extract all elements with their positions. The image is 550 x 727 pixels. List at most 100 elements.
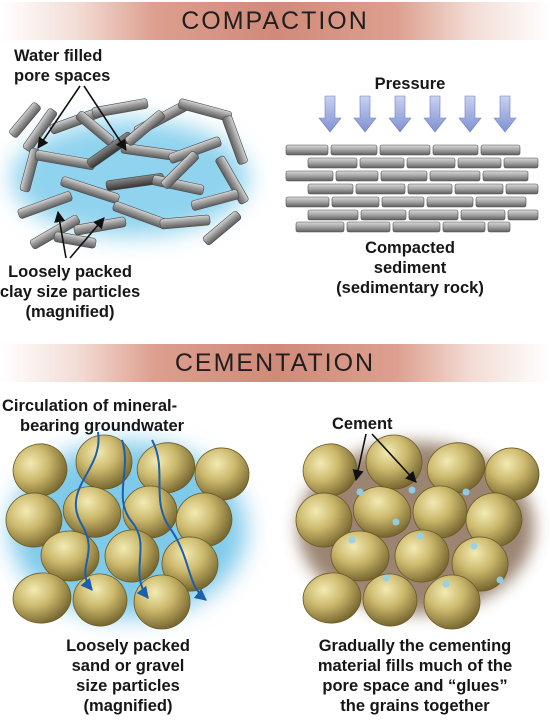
clay-particle — [215, 155, 249, 205]
sand-grain — [423, 574, 481, 630]
compacted-label: Compacted sediment (sedimentary rock) — [336, 239, 484, 297]
clay-particle — [17, 191, 73, 219]
pressure-arrow — [458, 95, 482, 133]
sand-grain — [295, 492, 353, 548]
pore-spot — [382, 574, 390, 582]
compacted-particle — [379, 144, 431, 156]
pressure-arrow — [423, 95, 447, 133]
pointer-lines-cement — [352, 433, 417, 483]
sand-grain — [330, 530, 390, 582]
pore-spot — [356, 488, 364, 496]
sand-grain — [302, 443, 358, 497]
sand-grain — [5, 492, 63, 548]
cementation-title: CEMENTATION — [174, 348, 376, 377]
sand-grain — [465, 492, 523, 548]
sand-grain — [133, 574, 191, 630]
sand-grain — [104, 529, 160, 583]
compacted-particle — [432, 144, 479, 156]
pore-spot — [470, 542, 478, 550]
clay-particle — [75, 110, 115, 146]
pressure-arrow — [353, 95, 377, 133]
cementing-label: Gradually the cementing material fills m… — [317, 637, 513, 715]
sand-grain — [362, 573, 418, 627]
clay-particle — [9, 102, 41, 138]
compacted-particle — [442, 221, 486, 233]
compacted-particle — [307, 157, 358, 169]
sand-grain — [40, 530, 100, 582]
clay-particle — [91, 98, 149, 118]
pore-spot — [416, 532, 424, 540]
compacted-particle — [482, 170, 529, 182]
clay-particle — [159, 214, 211, 230]
compacted-particle — [381, 196, 425, 208]
compacted-particle — [335, 170, 379, 182]
water-label: Water filled pore spaces — [14, 47, 111, 85]
sand-grain — [12, 443, 68, 497]
compacted-particle — [457, 157, 502, 169]
compacted-particle — [330, 144, 378, 156]
compacted-particle — [360, 209, 407, 221]
compacted-particle — [359, 157, 405, 169]
pressure-arrows — [318, 95, 517, 133]
pore-spot — [392, 518, 400, 526]
pore-spot — [408, 486, 416, 494]
sand-grain — [302, 572, 362, 624]
sand-grain — [12, 572, 72, 624]
loose-clay-label: Loosely packed clay size particles (magn… — [0, 263, 141, 321]
compacted-particle — [285, 144, 329, 156]
pressure-arrow — [493, 95, 517, 133]
clay-particle — [125, 110, 165, 146]
pore-spot — [496, 576, 504, 584]
compacted-particle — [454, 183, 504, 195]
sand-grain — [136, 442, 196, 494]
compacted-particle — [355, 183, 406, 195]
clay-particle — [19, 147, 41, 193]
compacted-particle — [408, 209, 459, 221]
pore-spot — [462, 488, 470, 496]
pore-spot — [348, 536, 356, 544]
loose-sand-label: Loosely packed sand or gravel size parti… — [66, 637, 190, 715]
compacted-particle — [392, 221, 441, 233]
compacted-particle — [406, 157, 456, 169]
compacted-layers — [285, 144, 539, 233]
clay-particle — [222, 115, 248, 165]
compaction-banner: COMPACTION — [0, 2, 550, 40]
pore-spot — [442, 580, 450, 588]
cement-label: Cement — [332, 415, 393, 433]
groundwater-label: Circulation of mineral- bearing groundwa… — [2, 397, 185, 435]
compacted-particle — [380, 170, 428, 182]
compaction-title: COMPACTION — [181, 6, 369, 35]
pressure-label: Pressure — [374, 75, 446, 93]
groundwater-flow-lines — [74, 431, 207, 601]
cemented-grains — [295, 434, 540, 630]
sand-grain — [175, 492, 233, 548]
pointer-lines-water — [37, 85, 127, 151]
compacted-particle — [295, 221, 345, 233]
compacted-particle — [307, 183, 354, 195]
compacted-particle — [285, 170, 334, 182]
clay-particle — [53, 231, 97, 249]
clay-particles — [9, 98, 249, 250]
sand-grain — [394, 529, 450, 583]
compacted-particle — [407, 183, 453, 195]
compacted-particle — [505, 183, 539, 195]
cementation-banner: CEMENTATION — [0, 344, 550, 382]
pressure-arrow — [318, 95, 342, 133]
clay-particle — [190, 189, 240, 211]
clay-particle — [202, 210, 242, 246]
compacted-particle — [346, 221, 391, 233]
clay-particle — [60, 176, 120, 204]
compacted-particle — [507, 209, 539, 221]
compacted-particle — [480, 144, 521, 156]
pressure-arrow — [388, 95, 412, 133]
compacted-particle — [487, 221, 511, 233]
clay-particle — [23, 108, 57, 152]
pointer-lines-particles — [54, 210, 105, 259]
sand-grain — [426, 442, 486, 494]
compacted-particle — [429, 170, 481, 182]
clay-particle — [161, 151, 199, 189]
compacted-particle — [503, 157, 539, 169]
compacted-particle — [331, 196, 380, 208]
compacted-particle — [285, 196, 330, 208]
